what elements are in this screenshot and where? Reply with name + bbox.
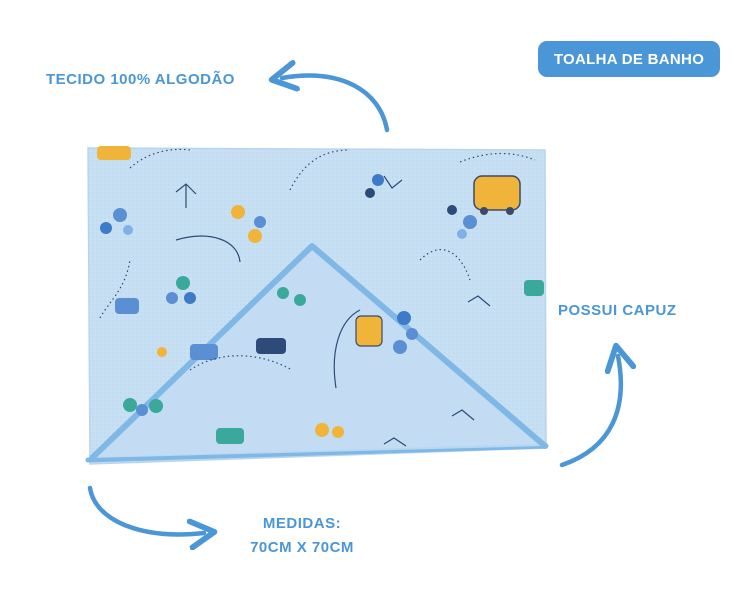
hood-feature-label: POSSUI CAPUZ bbox=[558, 302, 677, 319]
fabric-feature-label: TECIDO 100% ALGODÃO bbox=[46, 71, 235, 88]
curved-arrow-up-icon bbox=[559, 356, 621, 468]
towel-print-pattern bbox=[97, 146, 544, 447]
title-text: TOALHA DE BANHO bbox=[553, 50, 705, 68]
curved-arrow-up-left-icon bbox=[282, 76, 390, 133]
dimensions-block: MEDIDAS: 70CM X 70CM bbox=[240, 512, 364, 560]
title-badge: TOALHA DE BANHO bbox=[538, 41, 720, 77]
dimensions-label: MEDIDAS: bbox=[262, 515, 342, 532]
towel-image bbox=[85, 146, 549, 465]
curved-arrow-right-icon bbox=[87, 485, 204, 534]
dimensions-value: 70CM X 70CM bbox=[250, 539, 354, 556]
